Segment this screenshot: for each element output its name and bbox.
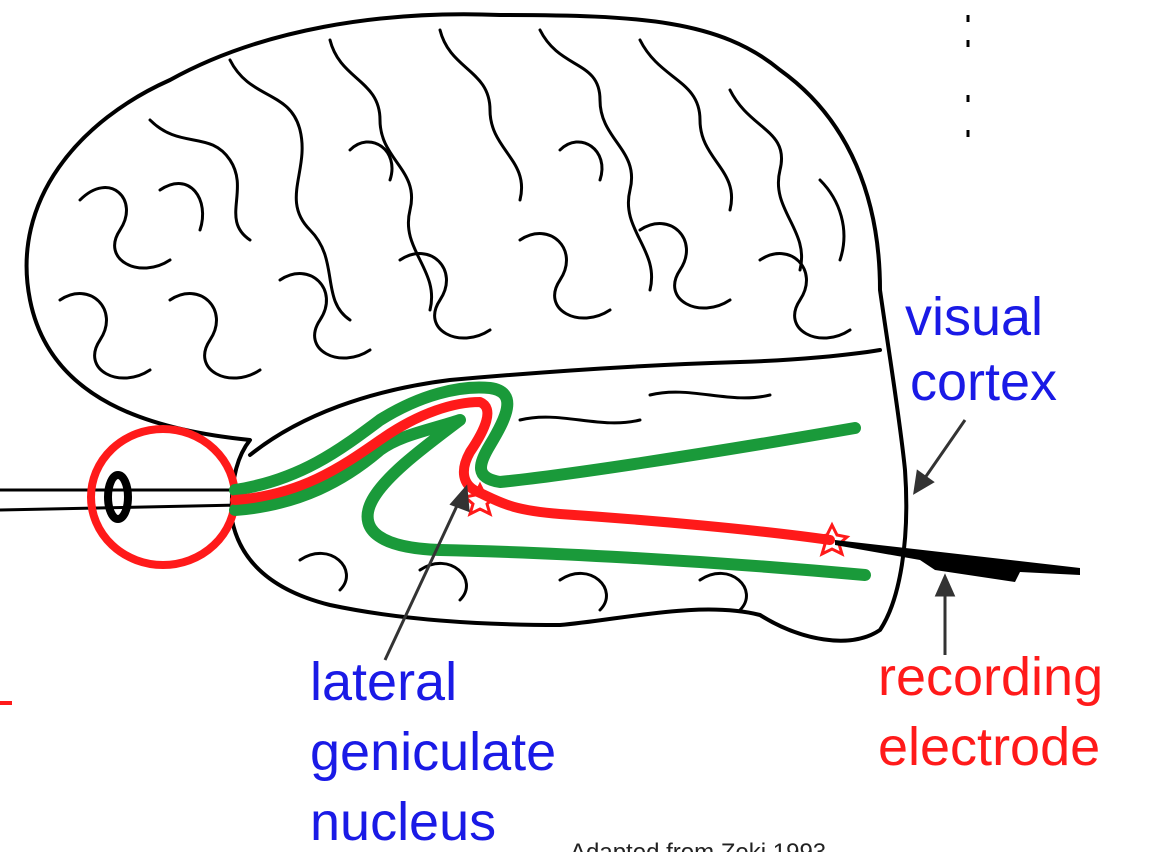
visual-cortex-arrow	[920, 420, 965, 485]
lgn-label: lateral geniculate nucleus	[310, 652, 556, 852]
lgn-line2: geniculate	[310, 722, 556, 782]
eye-lens	[108, 475, 128, 519]
electrode-label: recording electrode	[878, 647, 1103, 777]
electrode-line1: recording	[878, 647, 1103, 707]
eye-pathway	[0, 429, 240, 565]
eye-circle	[91, 429, 235, 565]
lgn-line3: nucleus	[310, 792, 496, 852]
visual-cortex-line2: cortex	[910, 352, 1057, 412]
green-pathway	[235, 387, 865, 575]
credit-text: Adapted from Zeki 1993	[570, 839, 826, 852]
electrode-line2: electrode	[878, 717, 1100, 777]
red-pathway	[235, 402, 830, 540]
lgn-line1: lateral	[310, 652, 457, 712]
brain-gyri	[60, 30, 850, 610]
lgn-arrow	[385, 495, 462, 660]
visual-cortex-line1: visual	[905, 287, 1043, 347]
recording-electrode	[835, 540, 1080, 582]
visual-cortex-label: visual cortex	[905, 287, 1057, 412]
